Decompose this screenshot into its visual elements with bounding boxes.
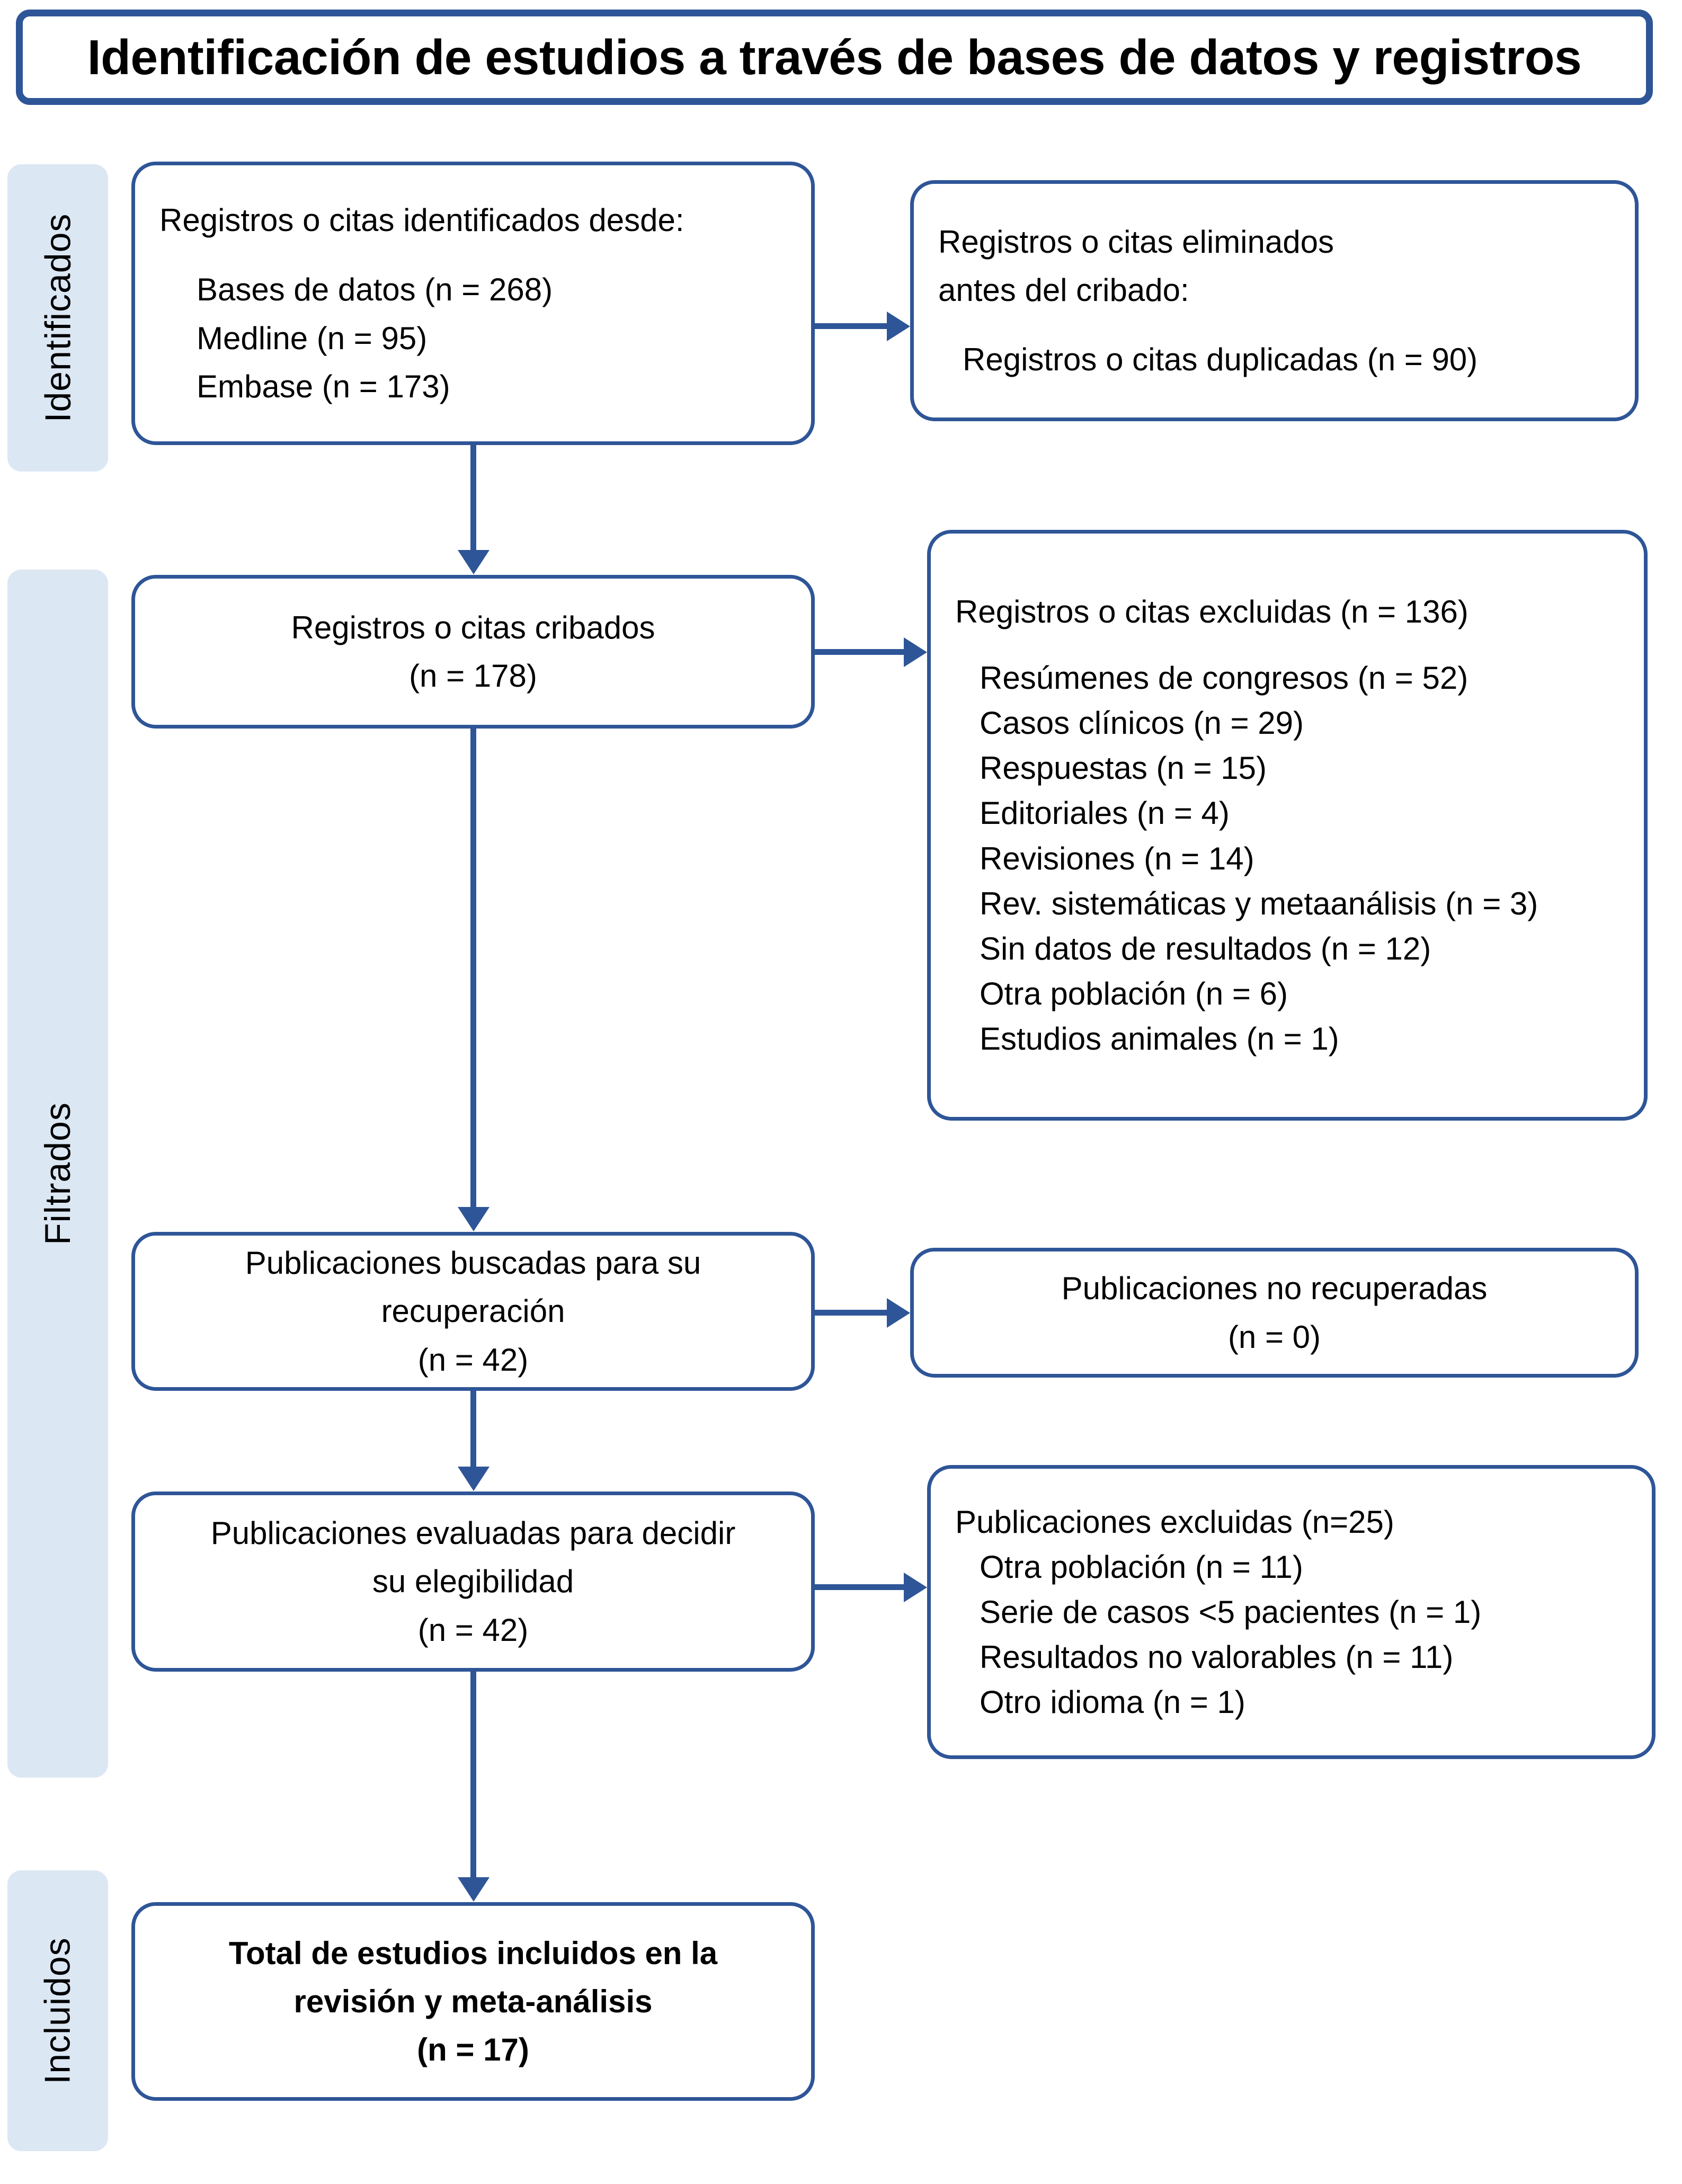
list-item: Respuestas (n = 15) [980, 750, 1267, 786]
box-line-1: Registros o citas cribados [291, 609, 655, 645]
spacer [159, 244, 787, 265]
box-reports-sought-for-retrieval: Publicaciones buscadas para su recuperac… [131, 1232, 815, 1391]
stage-label-text: Identificados [38, 213, 78, 423]
box-line-3: (n = 17) [417, 2032, 529, 2068]
list-item: Medline (n = 95) [197, 320, 428, 356]
list-item: Bases de datos (n = 268) [197, 272, 553, 308]
list-item: Estudios animales (n = 1) [980, 1021, 1339, 1057]
box-line-1: Publicaciones evaluadas para decidir [210, 1515, 736, 1551]
list-item: Resultados no valorables (n = 11) [980, 1639, 1454, 1675]
connector-identified-to-screened [470, 445, 476, 551]
stage-label-identificados: Identificados [7, 164, 108, 472]
box-line-2: recuperación [381, 1293, 565, 1329]
box-line-2: (n = 0) [1227, 1319, 1321, 1355]
box-records-screened: Registros o citas cribados (n = 178) [131, 575, 815, 729]
box-records-removed-before-screening: Registros o citas eliminados antes del c… [910, 180, 1639, 421]
box-heading: Publicaciones excluidas (n=25) [955, 1504, 1394, 1540]
box-line-2: su elegibilidad [372, 1564, 574, 1600]
box-line-1: Total de estudios incluidos en la [228, 1935, 718, 1971]
box-reports-excluded: Publicaciones excluidas (n=25) Otra pobl… [927, 1465, 1656, 1759]
box-line-3: (n = 42) [417, 1612, 529, 1648]
box-line-2: (n = 178) [409, 658, 537, 694]
list-item: Editoriales (n = 4) [980, 795, 1230, 831]
arrow-down-icon [458, 1467, 490, 1491]
list-item: Embase (n = 173) [197, 368, 450, 404]
stage-label-text: Filtrados [38, 1102, 78, 1245]
box-line-2: revisión y meta-análisis [293, 1983, 653, 2019]
arrow-down-icon [458, 550, 490, 574]
stage-label-filtrados: Filtrados [7, 570, 108, 1778]
box-heading-line2: antes del cribado: [938, 272, 1189, 308]
list-item: Otra población (n = 6) [980, 976, 1288, 1012]
arrow-down-icon [458, 1207, 490, 1231]
list-item: Serie de casos <5 pacientes (n = 1) [980, 1594, 1482, 1630]
page-title: Identificación de estudios a través de b… [87, 29, 1582, 85]
box-line-1: Publicaciones buscadas para su [245, 1245, 701, 1281]
list-item: Resúmenes de congresos (n = 52) [980, 660, 1469, 696]
box-heading: Registros o citas excluidas (n = 136) [955, 593, 1469, 629]
box-line-3: (n = 42) [417, 1342, 529, 1378]
list-item: Casos clínicos (n = 29) [980, 705, 1304, 741]
box-records-excluded: Registros o citas excluidas (n = 136) Re… [927, 530, 1648, 1121]
connector-sought-to-assessed [470, 1391, 476, 1468]
list-item: Otra población (n = 11) [980, 1549, 1303, 1585]
list-item: Registros o citas duplicadas (n = 90) [963, 342, 1478, 378]
box-heading: Registros o citas identificados desde: [159, 202, 684, 238]
connector-identified-to-removed [815, 323, 887, 329]
connector-screened-to-sought [470, 729, 476, 1208]
box-heading-line1: Registros o citas eliminados [938, 224, 1334, 260]
spacer [955, 634, 1619, 655]
box-reports-assessed-for-eligibility: Publicaciones evaluadas para decidir su … [131, 1491, 815, 1672]
stage-label-incluidos: Incluidos [7, 1870, 108, 2151]
box-line-1: Publicaciones no recuperadas [1061, 1271, 1488, 1307]
arrow-right-icon [904, 637, 927, 667]
spacer [938, 314, 1610, 335]
arrow-down-icon [458, 1877, 490, 1902]
stage-label-text: Incluidos [38, 1937, 78, 2084]
list-item: Otro idioma (n = 1) [980, 1684, 1245, 1720]
list-item: Sin datos de resultados (n = 12) [980, 930, 1431, 966]
connector-screened-to-excluded [815, 649, 904, 655]
arrow-right-icon [904, 1573, 927, 1602]
arrow-right-icon [887, 312, 910, 341]
box-studies-included: Total de estudios incluidos en la revisi… [131, 1902, 815, 2101]
connector-assessed-to-included [470, 1672, 476, 1878]
list-item: Revisiones (n = 14) [980, 840, 1254, 876]
arrow-right-icon [887, 1298, 910, 1328]
diagram-title-banner: Identificación de estudios a través de b… [16, 10, 1653, 105]
connector-assessed-to-excluded [815, 1584, 904, 1590]
connector-sought-to-notretrieved [815, 1310, 887, 1316]
box-reports-not-retrieved: Publicaciones no recuperadas (n = 0) [910, 1248, 1639, 1378]
box-records-identified: Registros o citas identificados desde: B… [131, 162, 815, 445]
list-item: Rev. sistemáticas y metaanálisis (n = 3) [980, 885, 1538, 921]
